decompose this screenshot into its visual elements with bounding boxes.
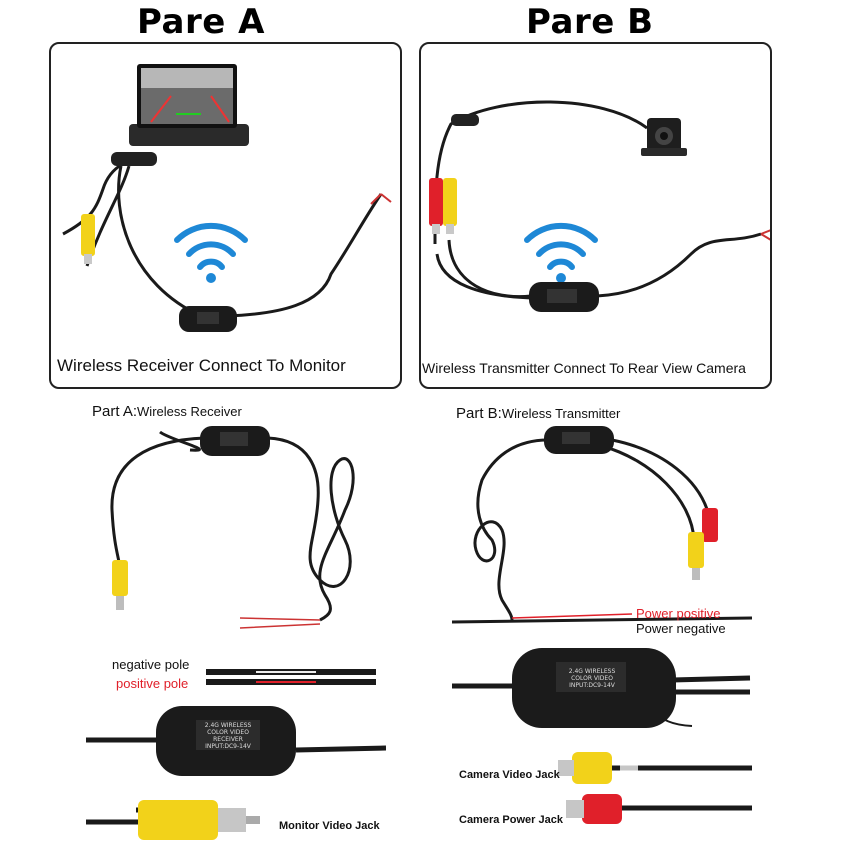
part-b-label: Part B:Wireless Transmitter <box>456 405 620 422</box>
wireless-module-icon <box>200 426 270 456</box>
wifi-icon <box>174 222 248 283</box>
pare-a-title: Pare A <box>137 2 265 42</box>
part-a-name: Wireless Receiver <box>137 404 242 419</box>
power-negative-label: Power negative <box>636 621 726 636</box>
rca-plug-icon <box>138 800 260 840</box>
rca-plug-icon <box>112 560 128 610</box>
panel-pare-b: Wireless Transmitter Connect To Rear Vie… <box>419 42 772 389</box>
rca-plug-icon <box>558 752 752 824</box>
transmitter-module-text: 2.4G WIRELESS COLOR VIDEO INPUT:DC9-14V <box>568 668 616 689</box>
wireless-module-icon <box>529 282 599 312</box>
camera-video-jack-label: Camera Video Jack <box>459 769 560 781</box>
part-a-label: Part A:Wireless Receiver <box>92 403 242 420</box>
part-b-prefix: Part B: <box>456 405 502 422</box>
rca-plug-icon <box>688 508 718 580</box>
camera-power-jack-label: Camera Power Jack <box>459 814 563 826</box>
panel-b-caption: Wireless Transmitter Connect To Rear Vie… <box>422 360 746 376</box>
panel-pare-a: Wireless Receiver Connect To Monitor <box>49 42 402 389</box>
part-b-name: Wireless Transmitter <box>501 406 621 421</box>
receiver-module-text: 2.4G WIRELESS COLOR VIDEO RECEIVER INPUT… <box>204 722 252 750</box>
transmitter-closeup-photo <box>452 648 752 824</box>
positive-pole-label: positive pole <box>116 676 189 691</box>
monitor-icon <box>129 64 249 146</box>
wifi-icon <box>524 222 598 283</box>
panel-b-illustration <box>429 100 770 312</box>
wireless-module-icon <box>512 648 676 728</box>
part-a-prefix: Part A: <box>92 403 138 420</box>
pare-b-title: Pare B <box>526 2 654 42</box>
wireless-module-icon <box>156 706 296 776</box>
monitor-video-jack-label: Monitor Video Jack <box>279 820 380 832</box>
negative-pole-label: negative pole <box>112 657 190 672</box>
wireless-module-icon <box>544 426 614 454</box>
panel-a-caption: Wireless Receiver Connect To Monitor <box>57 356 346 375</box>
rca-plug-icon <box>429 178 457 234</box>
rca-plug-icon <box>81 214 95 264</box>
receiver-closeup-photo <box>86 669 386 840</box>
power-positive-label: Power positive <box>636 606 721 621</box>
camera-icon <box>641 118 687 156</box>
wireless-module-icon <box>179 306 237 332</box>
part-b-photo <box>452 426 752 624</box>
panel-a-illustration <box>62 64 392 332</box>
part-a-photo <box>110 426 355 629</box>
